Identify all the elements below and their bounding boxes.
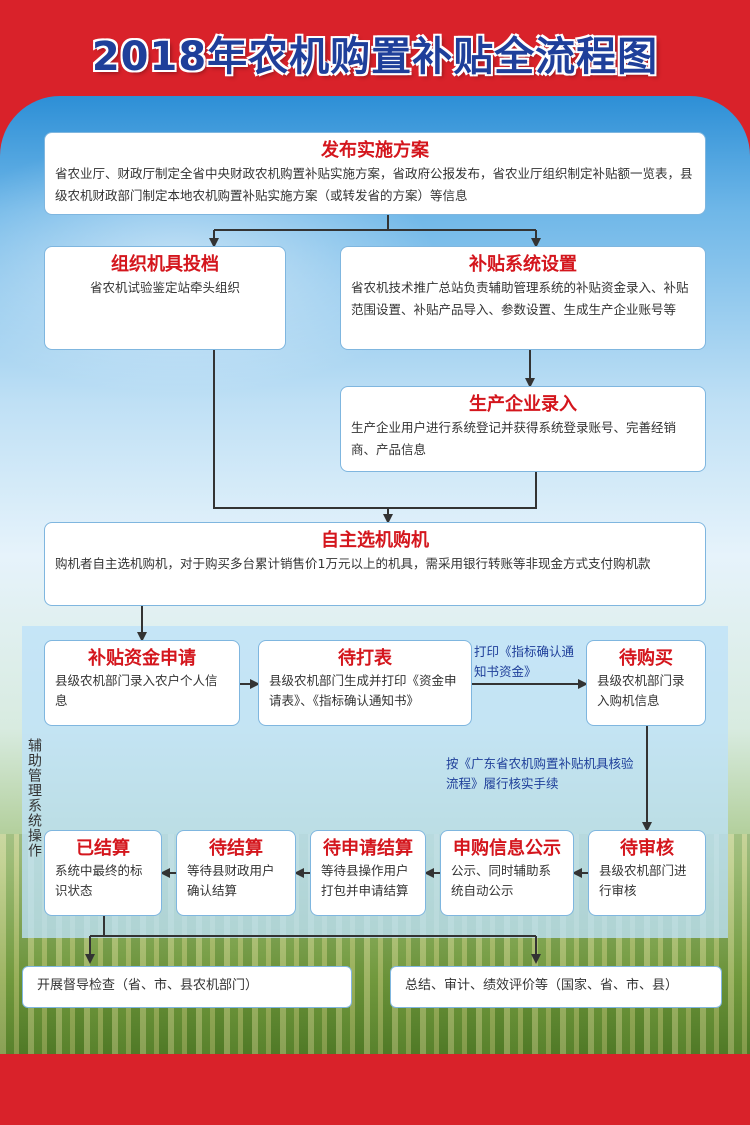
- node-heading: 组织机具投档: [111, 254, 219, 275]
- node-text: 省农业厅、财政厅制定全省中央财政农机购置补贴实施方案，省政府公报发布，省农业厅组…: [55, 166, 693, 203]
- node-heading: 已结算: [76, 838, 130, 859]
- node-text: 县级农机部门录入购机信息: [597, 673, 685, 708]
- node-text: 购机者自主选机购机，对于购买多台累计销售价1万元以上的机具，需采用银行转账等非现…: [55, 556, 651, 571]
- node-publish-plan: 发布实施方案 省农业厅、财政厅制定全省中央财政农机购置补贴实施方案，省政府公报发…: [44, 132, 706, 215]
- node-summary-evaluation: 总结、审计、绩效评价等（国家、省、市、县）: [390, 966, 722, 1008]
- page-title: 2018年农机购置补贴全流程图: [91, 34, 659, 80]
- node-text: 县级农机部门录入农户个人信息: [55, 673, 218, 708]
- node-heading: 申购信息公示: [453, 838, 561, 859]
- node-settled: 已结算 系统中最终的标识状态: [44, 830, 162, 916]
- node-to-settle: 待结算 等待县财政用户确认结算: [176, 830, 296, 916]
- node-to-apply-settle: 待申请结算 等待县操作用户打包并申请结算: [310, 830, 426, 916]
- node-heading: 待申请结算: [323, 838, 413, 859]
- node-heading: 待结算: [209, 838, 263, 859]
- node-text: 县级农机部门进行审核: [599, 863, 687, 898]
- node-text: 等待县操作用户打包并申请结算: [321, 863, 409, 898]
- node-heading: 待审核: [620, 838, 674, 859]
- node-heading: 待打表: [338, 648, 392, 669]
- node-text: 县级农机部门生成并打印《资金申请表》、《指标确认通知书》: [269, 673, 457, 708]
- node-subsidy-apply: 补贴资金申请 县级农机部门录入农户个人信息: [44, 640, 240, 726]
- node-organize-archive: 组织机具投档 省农机试验鉴定站牵头组织: [44, 246, 286, 350]
- node-supervision-check: 开展督导检查（省、市、县农机部门）: [22, 966, 352, 1008]
- note-verify-process: 按《广东省农机购置补贴机具核验流程》履行核实手续: [446, 756, 634, 791]
- node-system-setup: 补贴系统设置 省农机技术推广总站负责辅助管理系统的补贴资金录入、补贴范围设置、补…: [340, 246, 706, 350]
- node-to-review: 待审核 县级农机部门进行审核: [588, 830, 706, 916]
- auxiliary-system-label: 辅助管理系统操作: [26, 738, 42, 858]
- node-heading: 待购买: [619, 648, 673, 669]
- node-text: 等待县财政用户确认结算: [187, 863, 275, 898]
- node-to-print: 待打表 县级农机部门生成并打印《资金申请表》、《指标确认通知书》: [258, 640, 472, 726]
- node-to-buy: 待购买 县级农机部门录入购机信息: [586, 640, 706, 726]
- node-heading: 生产企业录入: [469, 394, 577, 415]
- node-text: 生产企业用户进行系统登记并获得系统登录账号、完善经销商、产品信息: [351, 420, 677, 457]
- node-heading: 自主选机购机: [321, 530, 429, 551]
- node-text: 公示、同时辅助系统自动公示: [451, 863, 552, 898]
- node-purchase-publicity: 申购信息公示 公示、同时辅助系统自动公示: [440, 830, 574, 916]
- node-text: 系统中最终的标识状态: [55, 863, 143, 898]
- node-heading: 补贴系统设置: [469, 254, 577, 275]
- node-enterprise-entry: 生产企业录入 生产企业用户进行系统登记并获得系统登录账号、完善经销商、产品信息: [340, 386, 706, 472]
- note-print-notice: 打印《指标确认通知书资金》: [474, 644, 575, 679]
- bottom-red-band: [0, 1054, 750, 1125]
- node-text: 省农机技术推广总站负责辅助管理系统的补贴资金录入、补贴范围设置、补贴产品导入、参…: [351, 280, 689, 317]
- node-heading: 发布实施方案: [321, 140, 429, 161]
- node-text: 省农机试验鉴定站牵头组织: [89, 280, 240, 295]
- node-heading: 补贴资金申请: [88, 648, 196, 669]
- node-self-purchase: 自主选机购机 购机者自主选机购机，对于购买多台累计销售价1万元以上的机具，需采用…: [44, 522, 706, 606]
